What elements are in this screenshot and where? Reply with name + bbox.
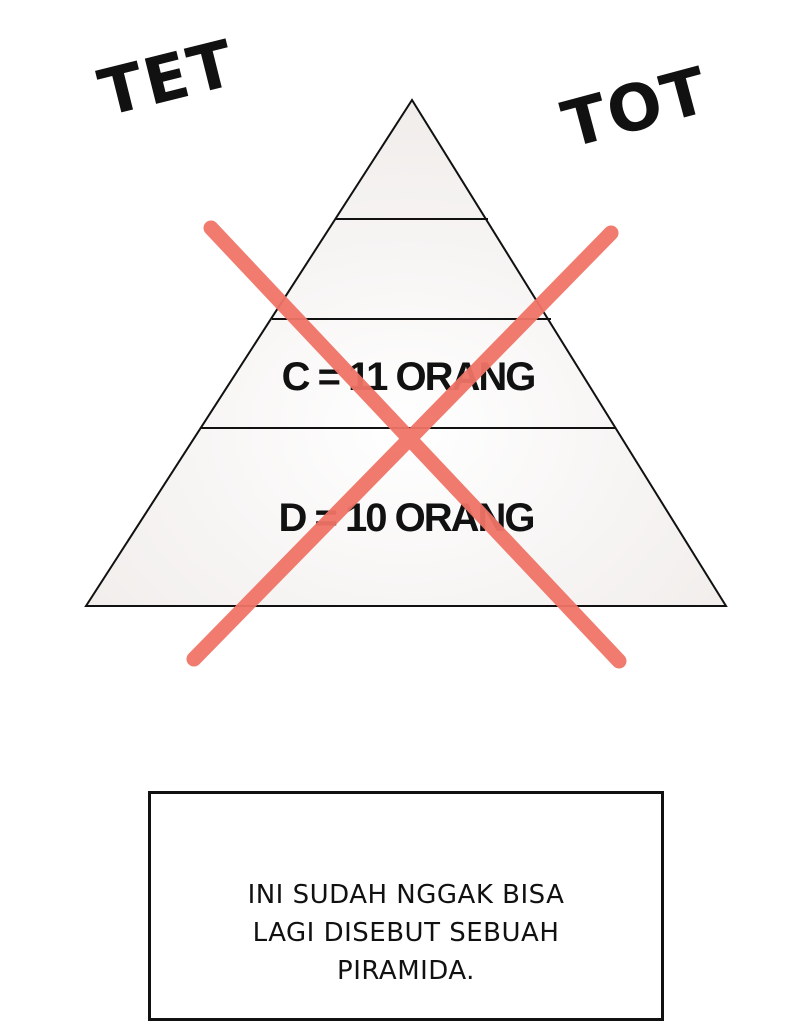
cross-stroke-1 <box>203 220 627 669</box>
level-c-label: C = 11 ORANG <box>282 355 535 399</box>
pyramid-diagram: C = 11 ORANG D = 10 ORANG <box>84 98 728 669</box>
caption-line-2: LAGI DISEBUT SEBUAH <box>252 918 560 948</box>
cross-stroke-2 <box>186 225 619 667</box>
cross-mark <box>186 220 627 669</box>
caption-line-3: PIRAMIDA. <box>337 956 475 986</box>
pyramid-shape <box>84 98 728 607</box>
caption-box: INI SUDAH NGGAK BISA LAGI DISEBUT SEBUAH… <box>148 791 664 1021</box>
caption-line-1: INI SUDAH NGGAK BISA <box>247 880 565 910</box>
caption-text: INI SUDAH NGGAK BISA LAGI DISEBUT SEBUAH… <box>151 876 661 990</box>
